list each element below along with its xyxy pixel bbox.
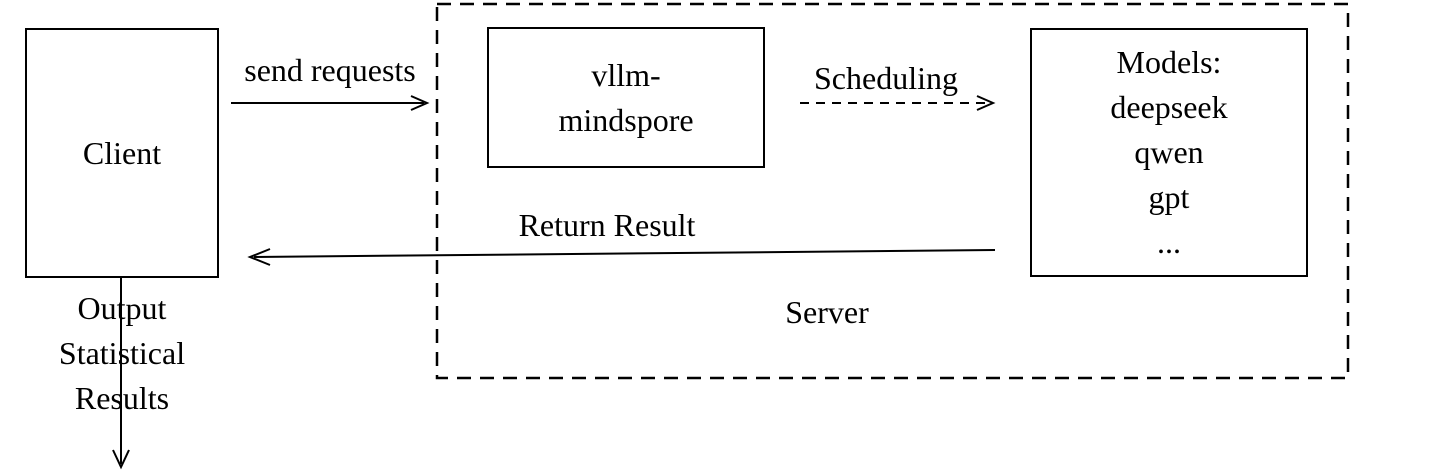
vllm-mindspore-node: vllm- mindspore [487,27,765,168]
return-result-arrow-line [253,249,996,258]
output-arrowhead-icon [112,449,130,470]
output-label-line1: Output [77,290,167,326]
server-boundary-label: Server [785,294,869,330]
output-label-line3: Results [74,380,170,416]
return-result-edge-label: Return Result [518,207,696,243]
models-node-item: qwen [1134,134,1204,170]
output-label-line2: Statistical [58,335,186,371]
scheduling-edge-label: Scheduling [814,60,958,96]
return-result-arrowhead-icon [247,248,271,266]
vllm-node-label-line2: mindspore [558,101,694,138]
client-node-label: Client [82,134,162,171]
send-requests-edge-label: send requests [244,52,416,88]
models-node-item: gpt [1148,179,1190,215]
models-node-item: ... [1157,224,1181,260]
vllm-node-label-line1: vllm- [591,56,661,93]
send-requests-arrowhead-icon [410,95,430,111]
models-node: Models: deepseek qwen gpt ... [1030,28,1308,277]
models-node-title: Models: [1116,44,1222,80]
output-statistical-results-label: Output Statistical Results [22,286,222,421]
client-node: Client [25,28,219,278]
models-node-item: deepseek [1110,89,1228,125]
